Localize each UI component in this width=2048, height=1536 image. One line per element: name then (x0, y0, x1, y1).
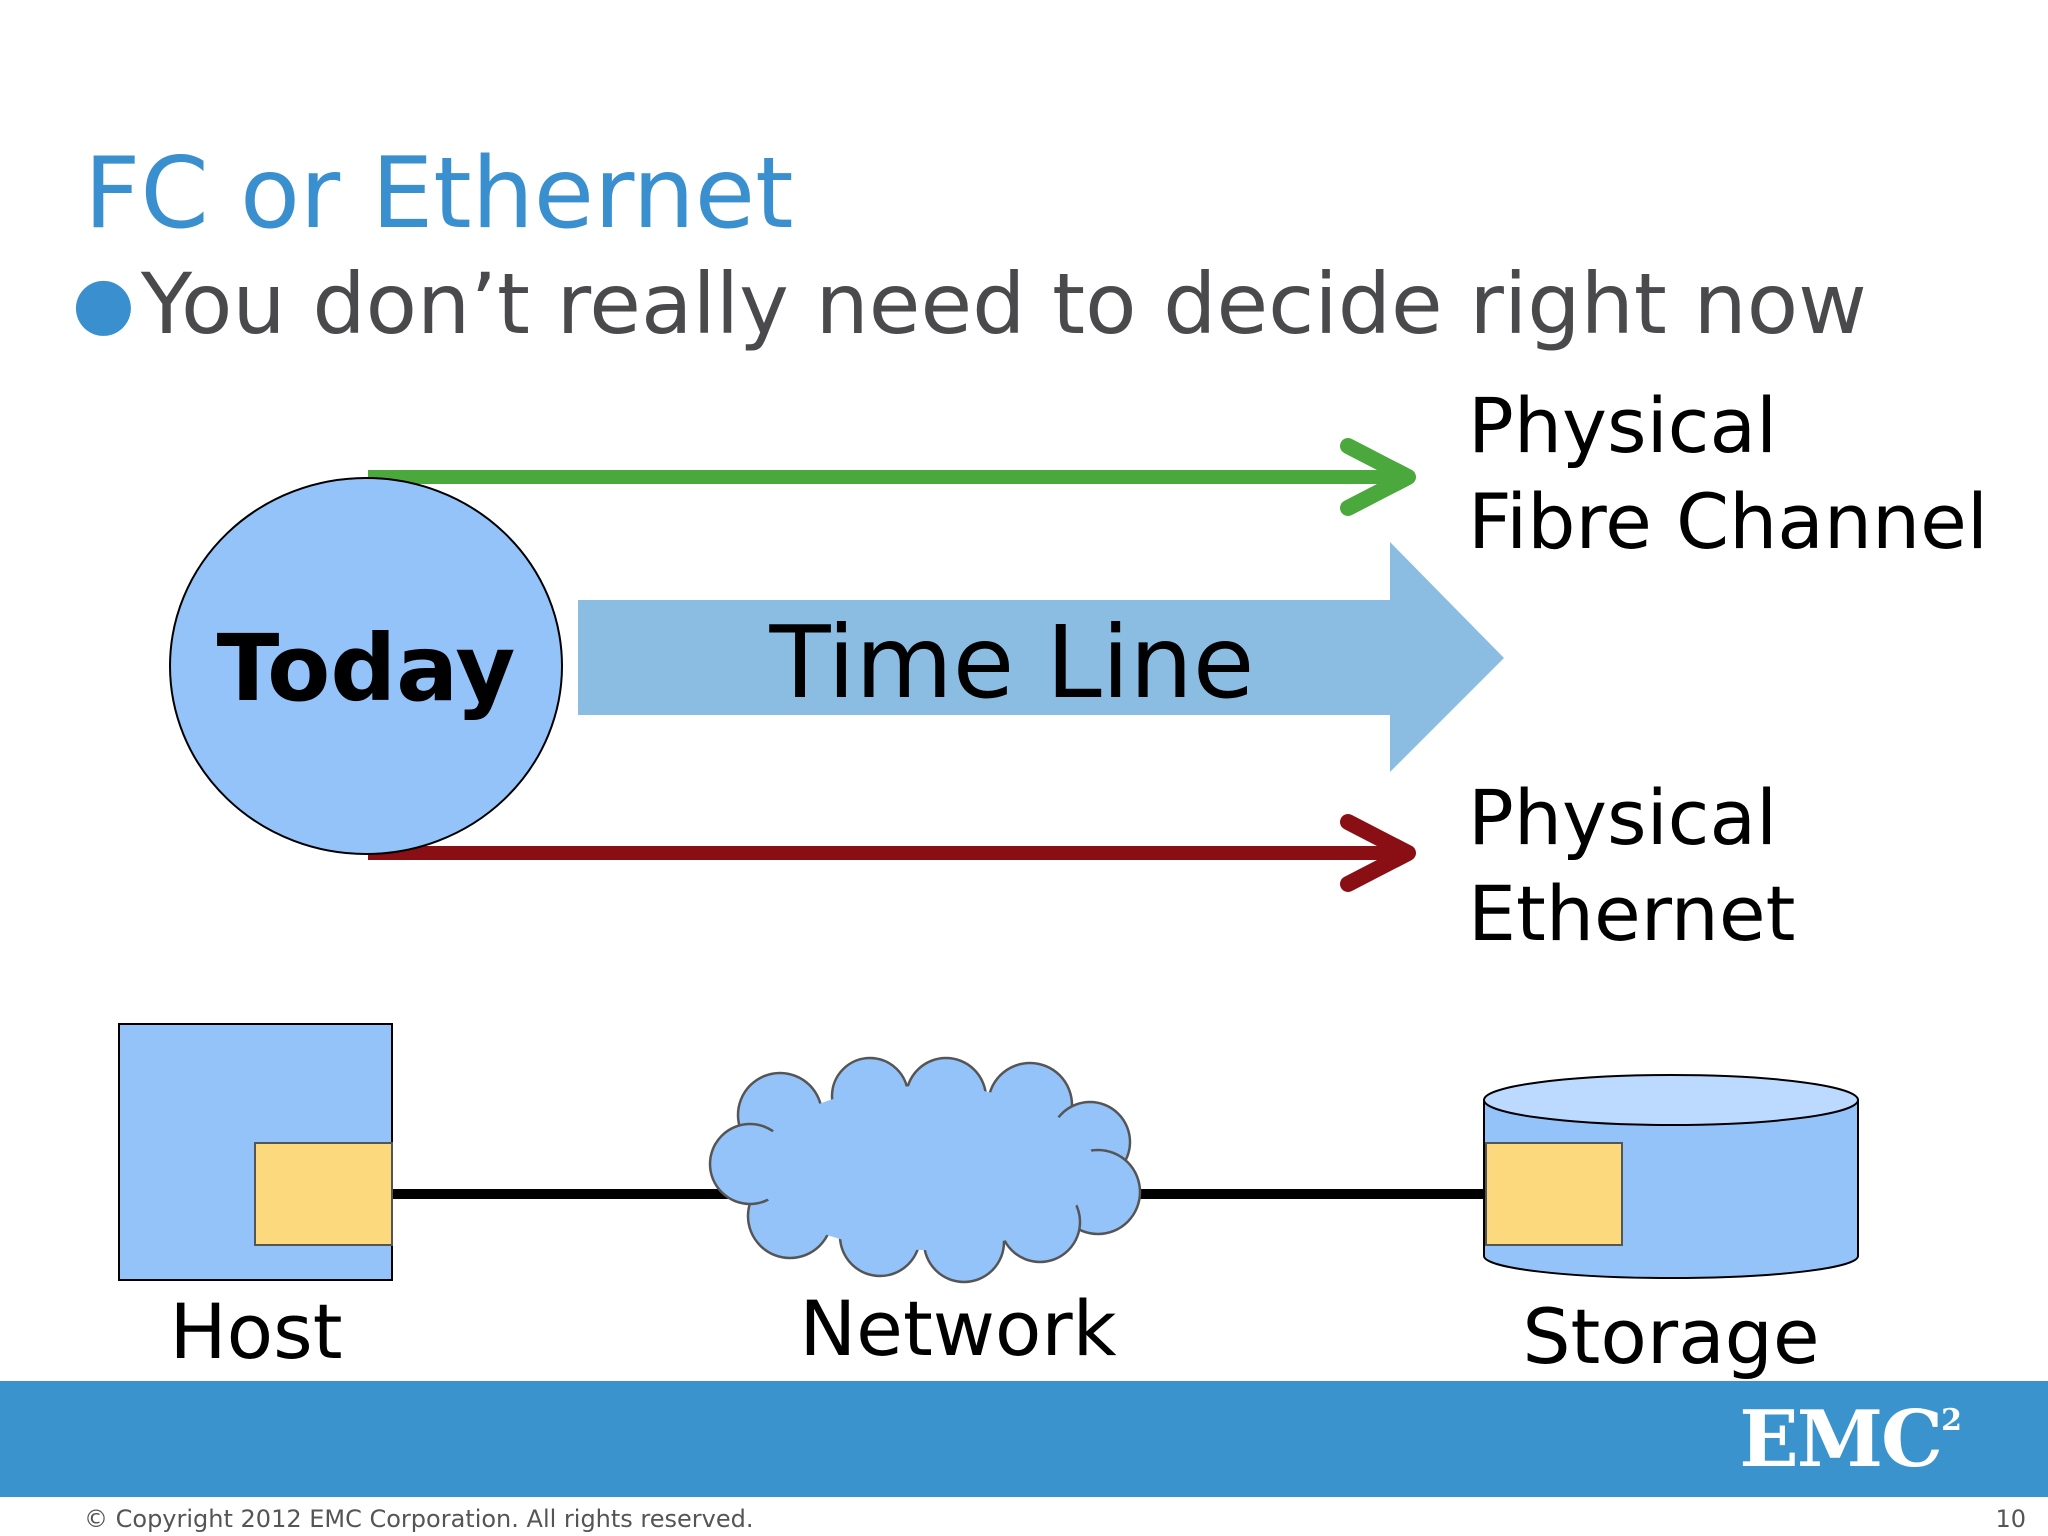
logo-superscript: 2 (1941, 1403, 1962, 1438)
eth-label-line1: Physical (1468, 773, 1777, 862)
logo-text: EMC (1739, 1394, 1943, 1485)
fc-arrowhead (1340, 438, 1416, 516)
eth-arrowhead (1340, 814, 1416, 892)
bullet-dot-icon: ● (72, 260, 135, 344)
footer-band: EMC2 (0, 1381, 2048, 1497)
host-port (254, 1142, 393, 1246)
eth-label-line2: Ethernet (1468, 869, 1795, 958)
timeline-arrow (578, 542, 1504, 772)
storage-label: Storage (1522, 1292, 1819, 1381)
storage-port (1485, 1142, 1623, 1246)
network-cloud-fill (755, 1086, 1095, 1250)
slide-title: FC or Ethernet (84, 137, 794, 251)
today-label: Today (217, 615, 516, 722)
bullet-text: You don’t really need to decide right no… (140, 255, 1867, 353)
fc-label-line2: Fibre Channel (1468, 477, 1988, 566)
emc-logo: EMC2 (1739, 1401, 1962, 1479)
bullet-item: ●You don’t really need to decide right n… (72, 262, 1867, 346)
timeline-label: Time Line (769, 604, 1255, 721)
host-label: Host (169, 1287, 342, 1376)
today-circle (169, 477, 563, 855)
storage-cylinder-top (1483, 1074, 1859, 1126)
fc-label-line1: Physical (1468, 381, 1777, 470)
network-label: Network (799, 1284, 1116, 1373)
copyright-text: © Copyright 2012 EMC Corporation. All ri… (84, 1505, 754, 1533)
page-number: 10 (1995, 1505, 2026, 1533)
